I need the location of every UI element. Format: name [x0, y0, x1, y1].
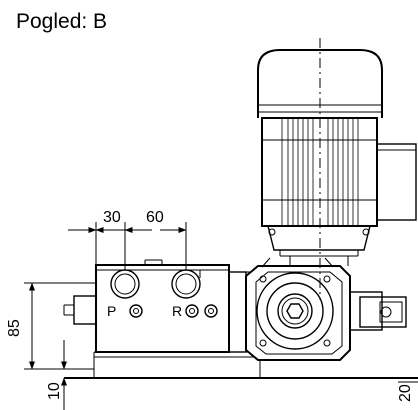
side-attachment — [349, 291, 407, 331]
motor — [257, 49, 417, 266]
dimension-10-label: 10 — [46, 382, 63, 400]
dimension-60-label: 60 — [146, 209, 164, 226]
cooling-fins — [281, 118, 359, 226]
dimension-85-label: 85 — [6, 319, 23, 337]
port-r-label: R — [172, 303, 182, 319]
port-p-label: P — [107, 303, 116, 319]
gearbox — [245, 257, 351, 361]
top-dimensions — [68, 222, 187, 270]
dimension-20-label: 20 — [397, 384, 414, 402]
dimension-30-label: 30 — [103, 209, 121, 226]
view-title: Pogled: B — [16, 10, 108, 33]
base-plate — [64, 351, 418, 379]
height-dimension — [24, 282, 96, 370]
valve-block — [63, 259, 230, 353]
